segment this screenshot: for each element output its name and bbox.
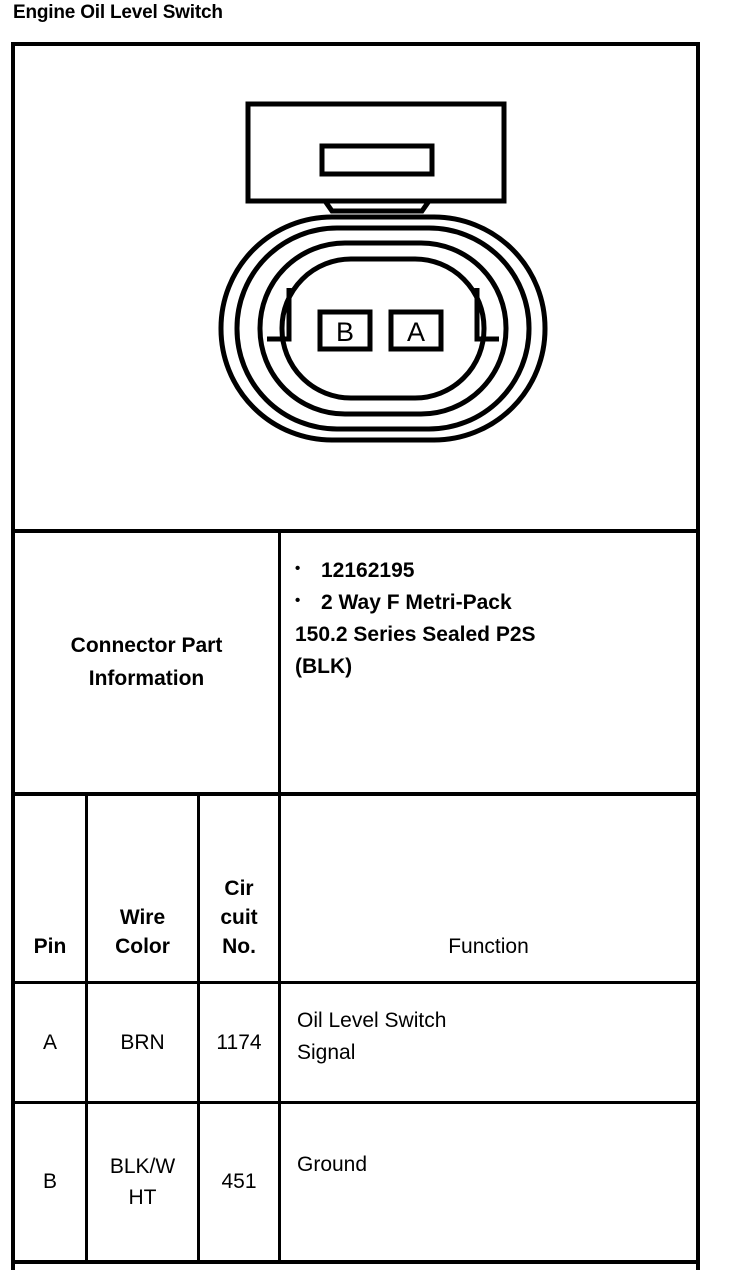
- connector-body-outline-3: [257, 240, 509, 417]
- connector-part-information-value: • 12162195 • 2 Way F Metri-Pack 150.2 Se…: [281, 533, 696, 792]
- terminal-cavity-b: [317, 309, 373, 352]
- terminal-label-a: A: [407, 317, 425, 347]
- list-item: • 12162195: [295, 555, 682, 587]
- column-header-wire-color: Wire Color: [88, 796, 200, 981]
- connector-description: 2 Way F Metri-Pack: [321, 590, 512, 614]
- connector-face-diagram: B A: [218, 101, 548, 443]
- cell-wire-color-line2: HT: [128, 1186, 157, 1209]
- cell-function-line2: Signal: [297, 1040, 356, 1064]
- bullet-icon: •: [295, 560, 301, 577]
- list-item: • 2 Way F Metri-Pack: [295, 587, 682, 619]
- connector-description-continued-2: (BLK): [295, 654, 353, 678]
- page-title: Engine Oil Level Switch: [13, 2, 223, 23]
- cell-function: Ground: [297, 1153, 368, 1176]
- connector-part-number: 12162195: [321, 559, 415, 582]
- column-header-wire-color-line1: Wire: [119, 906, 166, 930]
- column-header-pin: Pin: [15, 796, 88, 981]
- column-header-wire-color-line2: Color: [115, 935, 170, 959]
- cell-circuit-no: 451: [200, 1104, 281, 1260]
- connector-description-continued-1: 150.2 Series Sealed P2S: [295, 622, 536, 646]
- cell-pin: A: [15, 984, 88, 1101]
- connector-body-outline-2: [234, 225, 532, 432]
- cell-circuit-no: 1174: [200, 984, 281, 1101]
- cell-pin: B: [15, 1104, 88, 1260]
- keying-notch-right: [474, 288, 499, 342]
- column-header-circuit-line2: cuit: [220, 906, 258, 930]
- connector-part-information-label: Connector Part Information: [15, 533, 281, 792]
- cell-wire-color: BRN: [88, 984, 200, 1101]
- column-header-function: Function: [448, 935, 529, 959]
- pin-assignment-table: Pin Wire Color Cir cuit No. Function: [15, 796, 696, 1264]
- latch-tab: [322, 199, 432, 214]
- column-header-circuit-no: Cir cuit No.: [200, 796, 281, 981]
- terminal-cavity-a: [388, 309, 444, 352]
- cell-wire-color: BLK/W HT: [88, 1104, 200, 1260]
- table-row: A BRN 1174 Oil Level Switch Signal: [15, 984, 696, 1104]
- terminal-label-b: B: [336, 317, 354, 347]
- connector-diagram-cell: B A: [15, 46, 696, 533]
- connector-info-table: B A Connector Part Information • 1216219…: [11, 42, 700, 1270]
- cell-function: Oil Level Switch Signal: [281, 984, 696, 1101]
- cell-wire-color-line1: BLK/W: [109, 1154, 176, 1178]
- bullet-icon: •: [295, 591, 301, 609]
- cell-function-line1: Oil Level Switch: [297, 1009, 447, 1032]
- connector-body-outline-1: [218, 214, 548, 443]
- connector-part-information-row: Connector Part Information • 12162195 • …: [15, 533, 696, 796]
- keying-notch-left: [267, 288, 292, 342]
- connector-body-outline-4: [279, 256, 487, 401]
- latch-block-outline: [245, 101, 507, 204]
- column-header-circuit-line3: No.: [222, 935, 256, 959]
- table-row: B BLK/W HT 451 Ground: [15, 1104, 696, 1264]
- column-header-circuit-line1: Cir: [224, 877, 254, 901]
- table-header-row: Pin Wire Color Cir cuit No. Function: [15, 796, 696, 984]
- latch-slot: [319, 143, 435, 177]
